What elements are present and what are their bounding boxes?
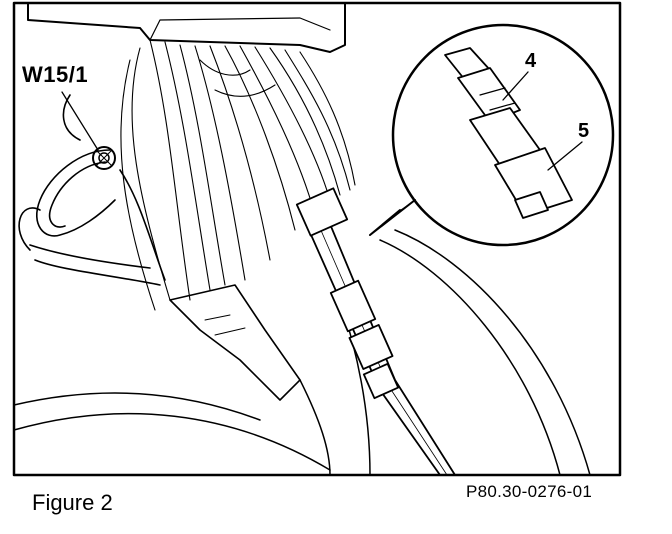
label-w15-1: W15/1 — [22, 62, 89, 87]
w15-leader-line — [61, 91, 99, 151]
connector-housing — [295, 187, 400, 400]
reference-code: P80.30-0276-01 — [466, 482, 593, 501]
figure-frame — [12, 1, 622, 477]
leader-line-5 — [547, 141, 583, 171]
harness-clamp — [169, 284, 301, 401]
wire-bundle — [120, 39, 356, 311]
body-panel — [13, 229, 591, 476]
leader-line-4 — [502, 71, 529, 101]
inset-connector — [444, 47, 573, 219]
label-part-5: 5 — [578, 120, 590, 142]
top-bracket — [27, 2, 346, 53]
label-part-4: 4 — [525, 50, 537, 72]
ground-cable — [18, 94, 166, 286]
inset-pointer — [369, 199, 416, 236]
figure-caption: Figure 2 — [32, 490, 113, 515]
ground-bolt-w15-1 — [92, 146, 116, 170]
